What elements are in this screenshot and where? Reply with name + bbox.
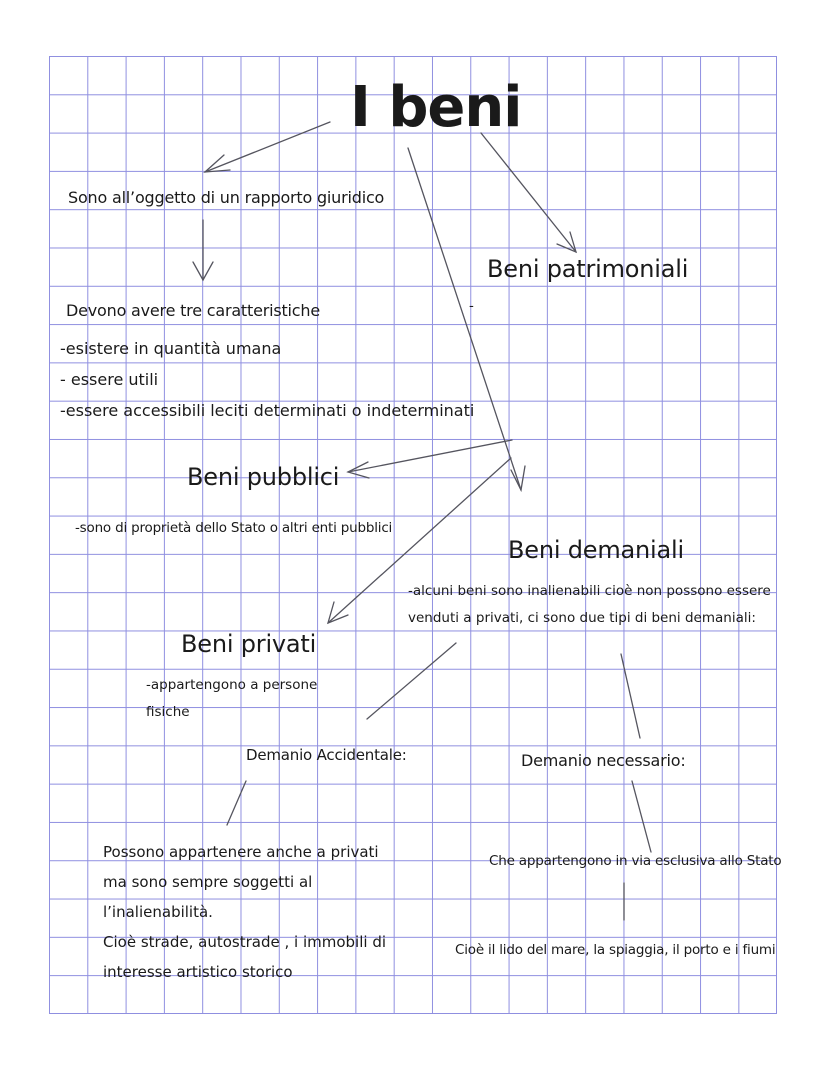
text-line: interesse artistico storico: [103, 963, 293, 981]
grid-paper: [49, 56, 777, 1014]
node-accidentale-text: Possono appartenere anche a privati ma s…: [103, 837, 386, 987]
arrow-oggetto-to-caratteristiche: [192, 219, 214, 282]
text-line: Possono appartenere anche a privati: [103, 843, 379, 861]
arrow-title-to-patrimoniali: [480, 132, 578, 254]
text-line: -appartengono a persone: [146, 677, 318, 693]
text-line: Cioè strade, autostrade , i immobili di: [103, 933, 387, 951]
list-item: -esistere in quantità umana: [60, 339, 282, 358]
text-line: venduti a privati, ci sono due tipi di b…: [408, 610, 756, 626]
list-item: -essere accessibili leciti determinati o…: [60, 401, 475, 420]
node-pubblici-heading: Beni pubblici: [187, 463, 340, 491]
node-privati-heading: Beni privati: [181, 630, 317, 658]
text-line: fisiche: [146, 704, 190, 720]
node-necessario-example: Cioè il lido del mare, la spiaggia, il p…: [455, 942, 776, 958]
diagram-title: I beni: [350, 75, 522, 140]
text-line: l’inalienabilità.: [103, 903, 213, 921]
arrow-demaniali-to-pubblici: [346, 439, 513, 479]
node-patrimoniali-heading: Beni patrimoniali: [487, 255, 689, 283]
node-patrimoniali-dash: -: [469, 298, 474, 314]
node-demaniali-text: -alcuni beni sono inalienabili cioè non …: [408, 578, 771, 632]
node-caratteristiche-list: -esistere in quantità umana - essere uti…: [60, 333, 474, 426]
arrow-demaniali-to-privati: [327, 457, 512, 625]
arrow-title-to-oggetto: [203, 121, 331, 173]
line-demaniali-to-necessario: [620, 653, 641, 739]
text-line: -alcuni beni sono inalienabili cioè non …: [408, 583, 771, 599]
node-demaniali-heading: Beni demaniali: [508, 536, 684, 564]
node-privati-text: -appartengono a persone fisiche: [146, 672, 317, 726]
node-pubblici-text: -sono di proprietà dello Stato o altri e…: [75, 520, 393, 536]
arrow-title-to-demaniali: [407, 147, 526, 493]
line-demaniali-to-accidentale: [366, 642, 457, 720]
text-line: ma sono sempre soggetti al: [103, 873, 313, 891]
list-item: - essere utili: [60, 370, 159, 389]
node-caratteristiche-heading: Devono avere tre caratteristiche: [66, 301, 320, 320]
node-oggetto: Sono all’oggetto di un rapporto giuridic…: [68, 188, 385, 207]
node-necessario-text: Che appartengono in via esclusiva allo S…: [489, 853, 782, 869]
line-accidentale-to-description: [226, 780, 247, 826]
line-necessario-to-text: [631, 780, 652, 853]
node-accidentale-heading: Demanio Accidentale:: [246, 746, 407, 764]
node-necessario-heading: Demanio necessario:: [521, 751, 686, 770]
